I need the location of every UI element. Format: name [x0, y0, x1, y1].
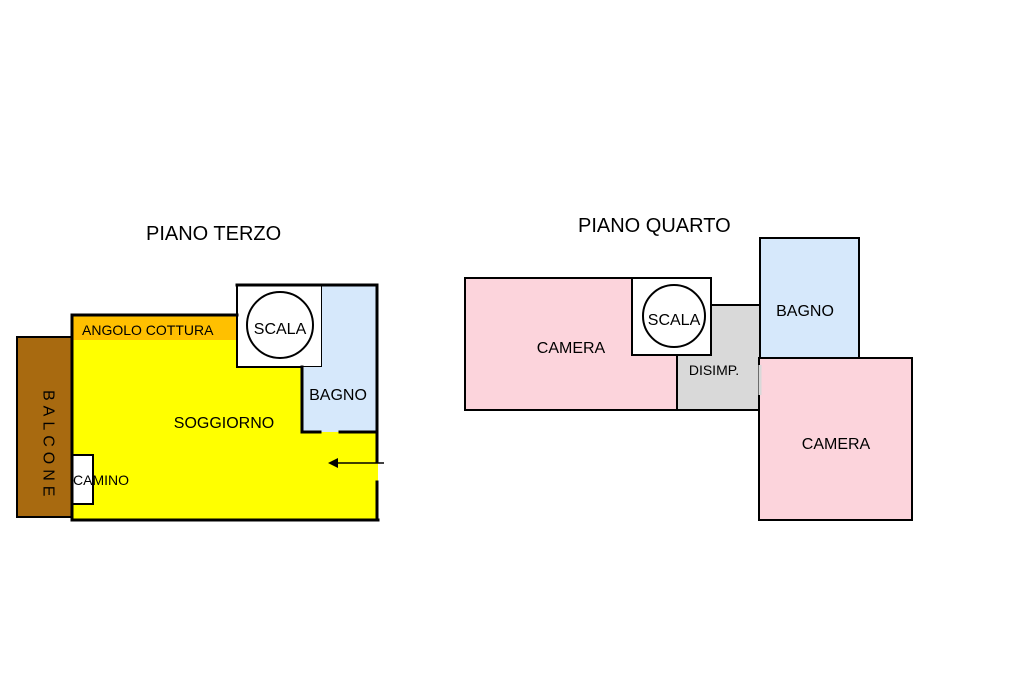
- third-floor-plan: PIANO TERZO BALCONE ANGOLO COTTURA SCALA…: [16, 223, 384, 522]
- kitchen-corner-label: ANGOLO COTTURA: [82, 322, 214, 338]
- landing-label: DISIMP.: [689, 362, 739, 378]
- balcony-label: BALCONE: [40, 390, 57, 501]
- fourth-bathroom-area: [759, 237, 860, 359]
- third-stairs-label: SCALA: [254, 321, 307, 338]
- kitchen-corner-area: [72, 315, 237, 340]
- third-bathroom-label: BAGNO: [309, 387, 367, 404]
- fourth-floor-plan: PIANO QUARTO CAMERA DISIMP. SCALA BAGNO …: [464, 215, 913, 521]
- fourth-stairs-circle: [642, 284, 706, 348]
- living-room-label: SOGGIORNO: [174, 415, 274, 432]
- fourth-bathroom-label: BAGNO: [776, 303, 834, 320]
- fourth-floor-title: PIANO QUARTO: [578, 215, 731, 237]
- entrance-arrow-icon: [328, 458, 384, 468]
- third-stairs-circle: [246, 291, 314, 359]
- third-bathroom-area: [302, 285, 377, 432]
- third-floor-title: PIANO TERZO: [146, 223, 281, 245]
- fireplace-label: CAMINO: [73, 472, 129, 488]
- third-floor-walls: [70, 283, 380, 522]
- fourth-stairs-label: SCALA: [648, 312, 701, 329]
- bedroom-2-label: CAMERA: [802, 436, 871, 453]
- bedroom-2-area: [758, 357, 913, 521]
- bedroom-1-label: CAMERA: [537, 340, 606, 357]
- balcony-area: [16, 336, 73, 518]
